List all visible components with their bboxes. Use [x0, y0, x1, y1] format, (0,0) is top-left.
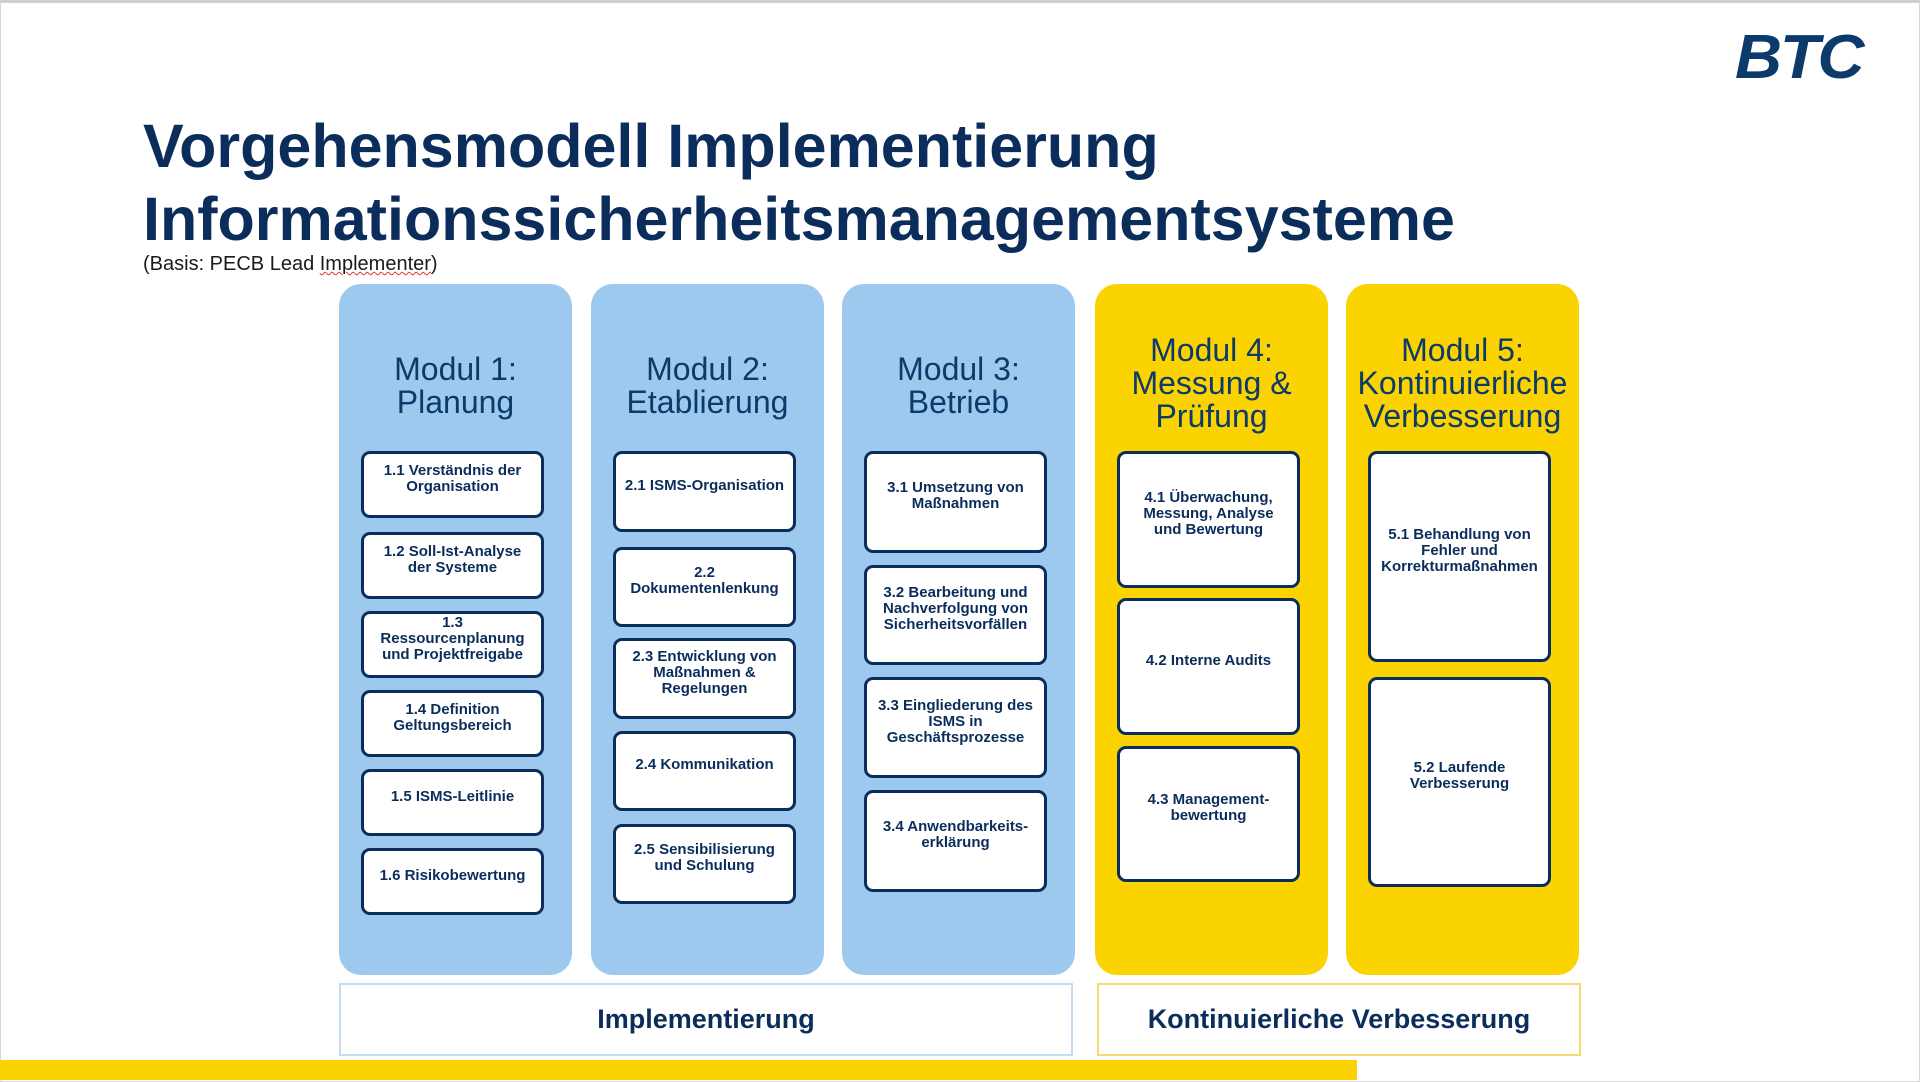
module-step-box: 2.1 ISMS-Organisation [613, 451, 796, 532]
module-title-line: Messung & [1131, 365, 1292, 401]
module-step-box: 3.4 Anwendbarkeits-erklärung [864, 790, 1047, 892]
module-title: Modul 3:Betrieb [842, 353, 1075, 419]
module-step-box: 2.4 Kommunikation [613, 731, 796, 811]
module-step-box: 1.6 Risikobewertung [361, 848, 544, 915]
module-step-box: 5.2 Laufende Verbesserung [1368, 677, 1551, 887]
module-step-box: 3.3 Eingliederung des ISMS in Geschäftsp… [864, 677, 1047, 778]
module-4-column: Modul 4:Messung &Prüfung 4.1 Überwachung,… [1095, 284, 1328, 975]
module-step-box: 5.1 Behandlung von Fehler und Korrekturm… [1368, 451, 1551, 662]
title-line-2: Informationssicherheitsmanagementsysteme [143, 185, 1455, 253]
module-step-box: 1.2 Soll-Ist-Analyse der Systeme [361, 532, 544, 599]
slide-title: Vorgehensmodell Implementierung Informat… [143, 110, 1455, 256]
phase-implementation: Implementierung [339, 983, 1073, 1056]
module-title: Modul 4:Messung &Prüfung [1095, 334, 1328, 433]
module-3-column: Modul 3:Betrieb 3.1 Umsetzung von Maßnahm… [842, 284, 1075, 975]
module-title-line: Modul 3: [897, 351, 1020, 387]
module-step-box: 3.2 Bearbeitung und Nachverfolgung von S… [864, 565, 1047, 665]
module-title-line: Kontinuierliche [1357, 365, 1568, 401]
module-title-line: Betrieb [907, 384, 1010, 420]
module-step-box: 1.3 Ressourcenplanung und Projektfreigab… [361, 611, 544, 678]
module-title-line: Prüfung [1155, 398, 1268, 434]
module-2-column: Modul 2:Etablierung 2.1 ISMS-Organisation… [591, 284, 824, 975]
subtitle-prefix: (Basis: PECB Lead [143, 253, 320, 275]
subtitle-suffix: ) [430, 253, 438, 275]
module-step-box: 2.3 Entwicklung von Maßnahmen & Regelung… [613, 638, 796, 719]
module-title: Modul 1:Planung [339, 353, 572, 419]
module-step-box: 2.2 Dokumentenlenkung [613, 547, 796, 627]
module-step-box: 1.4 Definition Geltungsbereich [361, 690, 544, 757]
module-step-box: 4.3 Management-bewertung [1117, 746, 1300, 882]
module-step-box: 1.5 ISMS-Leitlinie [361, 769, 544, 836]
module-title-line: Modul 2: [646, 351, 769, 387]
module-step-box: 3.1 Umsetzung von Maßnahmen [864, 451, 1047, 553]
module-step-box: 1.1 Verständnis der Organisation [361, 451, 544, 518]
slide-subtitle: (Basis: PECB Lead Implementer) [143, 253, 438, 276]
module-1-column: Modul 1:Planung 1.1 Verständnis der Organ… [339, 284, 572, 975]
module-title: Modul 2:Etablierung [591, 353, 824, 419]
footer-accent-bar [0, 1060, 1357, 1080]
module-title-line: Etablierung [626, 384, 789, 420]
module-step-box: 2.5 Sensibilisierung und Schulung [613, 824, 796, 904]
module-title-line: Modul 4: [1150, 332, 1273, 368]
module-title-line: Verbesserung [1363, 398, 1562, 434]
subtitle-word: Implementer [319, 253, 431, 275]
module-title-line: Modul 5: [1401, 332, 1524, 368]
btc-logo: BTC [1734, 23, 1865, 92]
title-line-1: Vorgehensmodell Implementierung [143, 112, 1159, 180]
module-title-line: Modul 1: [394, 351, 517, 387]
module-title-line: Planung [396, 384, 515, 420]
phase-continuous-improvement: Kontinuierliche Verbesserung [1097, 983, 1581, 1056]
module-step-box: 4.2 Interne Audits [1117, 598, 1300, 735]
module-step-box: 4.1 Überwachung, Messung, Analyse und Be… [1117, 451, 1300, 588]
